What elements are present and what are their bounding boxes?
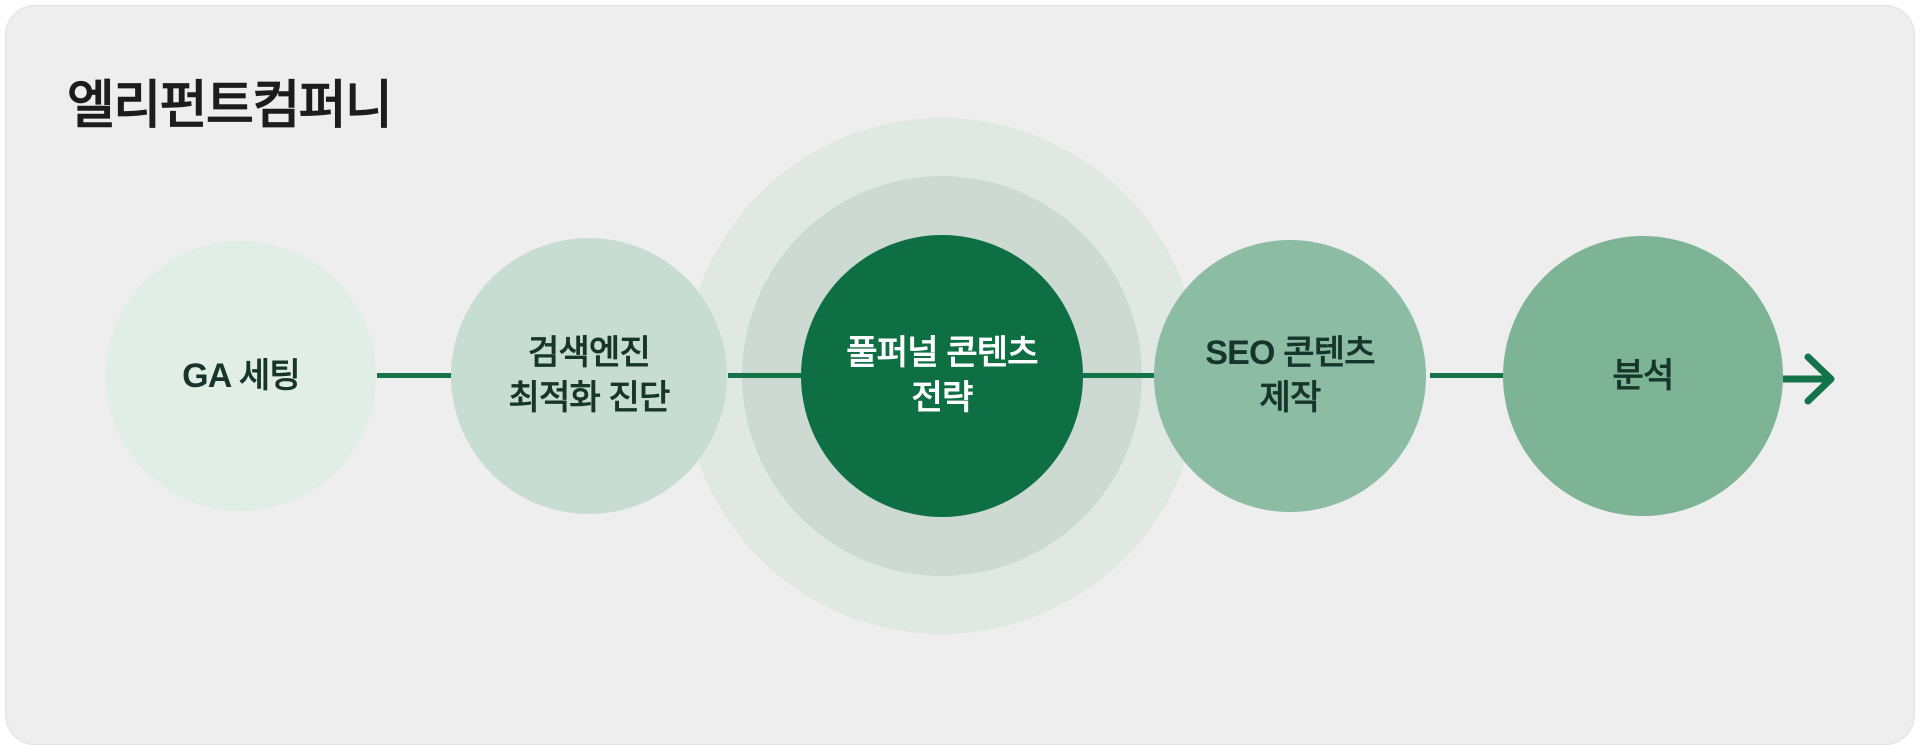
- step-circle-analysis: 분석: [1503, 236, 1783, 516]
- step-label: SEO 콘텐츠 제작: [1205, 334, 1375, 417]
- connector-line-2: [728, 373, 803, 378]
- process-flow-diagram: GA 세팅 검색엔진 최적화 진단 풀퍼널 콘텐츠 전략 SEO 콘텐츠 제작 …: [6, 6, 1914, 744]
- right-arrow-icon: [1783, 353, 1835, 405]
- step-label: GA 세팅: [182, 356, 301, 395]
- step-label: 풀퍼널 콘텐츠 전략: [846, 334, 1038, 417]
- connector-line-4: [1430, 373, 1505, 378]
- step-circle-seo-content: SEO 콘텐츠 제작: [1154, 240, 1426, 512]
- step-circle-fullfunnel-strategy: 풀퍼널 콘텐츠 전략: [801, 235, 1083, 517]
- page-title: 엘리펀트컴퍼니: [67, 77, 393, 135]
- diagram-panel: 엘리펀트컴퍼니 GA 세팅 검색엔진 최적화 진단 풀퍼널 콘텐츠 전략 SEO…: [5, 5, 1915, 745]
- connector-line-1: [377, 373, 453, 378]
- step-label: 분석: [1612, 356, 1675, 395]
- step-circle-seo-diagnosis: 검색엔진 최적화 진단: [451, 238, 727, 514]
- step-label: 검색엔진 최적화 진단: [508, 334, 670, 417]
- step-circle-ga-setting: GA 세팅: [106, 241, 376, 511]
- connector-line-3: [1083, 373, 1158, 378]
